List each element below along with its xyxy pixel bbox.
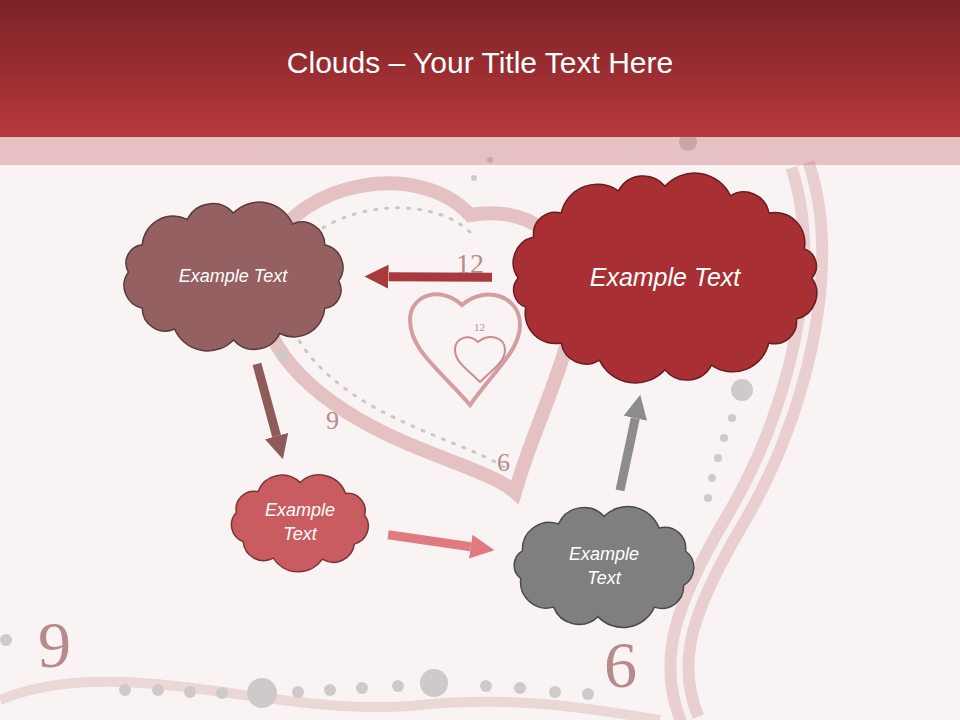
cloud-outline	[500, 498, 708, 635]
clock-numeral: 12	[456, 250, 484, 278]
middle-heart-outline	[410, 294, 520, 405]
cloud-outline	[218, 466, 382, 578]
clock-numeral: 6	[497, 450, 510, 476]
slide-title: Clouds – Your Title Text Here	[287, 46, 673, 80]
flow-arrow	[257, 364, 277, 436]
cloud-text: Example Text	[590, 261, 741, 295]
clock-numeral: 6	[604, 632, 637, 698]
clock-numeral: 9	[326, 408, 339, 434]
small-heart-outline	[455, 337, 505, 382]
flow-arrow	[388, 535, 471, 547]
cloud-text: Example Text	[564, 542, 644, 591]
cloud-body	[124, 202, 343, 351]
cloud-body	[514, 506, 694, 627]
clock-numeral: 9	[38, 612, 71, 678]
cloud-shape: Example Text	[218, 466, 382, 578]
cloud-shape: Example Text	[500, 168, 830, 388]
title-band	[0, 137, 960, 165]
cloud-text: Example Text	[179, 264, 287, 288]
title-bar: Clouds – Your Title Text Here	[0, 0, 960, 137]
clock-numeral: 12	[474, 322, 485, 333]
bottom-swirl	[0, 682, 660, 720]
cloud-body	[231, 475, 368, 572]
cloud-shape: Example Text	[500, 498, 708, 635]
cloud-body	[513, 173, 817, 383]
cloud-text: Example Text	[260, 498, 340, 547]
cloud-shape: Example Text	[110, 195, 357, 358]
flow-arrow	[620, 418, 635, 490]
